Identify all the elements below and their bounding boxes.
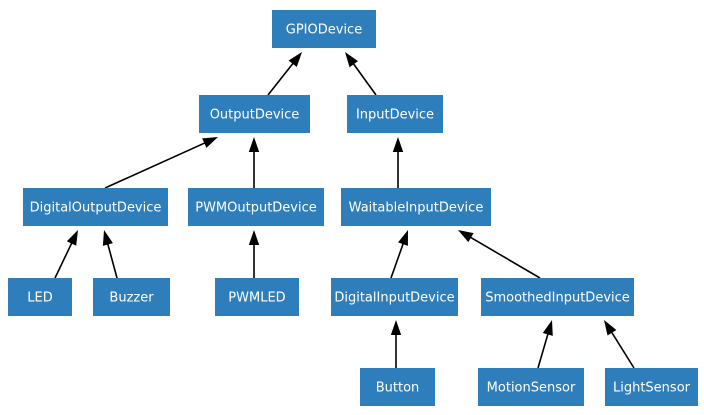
arrowhead-icon xyxy=(398,230,408,246)
class-node-label: InputDevice xyxy=(356,108,434,123)
class-node-box[interactable] xyxy=(347,95,443,133)
arrowhead-icon xyxy=(202,137,218,148)
class-node-box[interactable] xyxy=(215,278,299,316)
class-node-box[interactable] xyxy=(199,95,310,133)
edge-line xyxy=(106,241,118,279)
inheritance-edge xyxy=(104,137,218,189)
inheritance-edge xyxy=(604,320,635,369)
class-node-button[interactable]: Button xyxy=(360,368,435,406)
arrowhead-icon xyxy=(542,320,553,336)
class-node-box[interactable] xyxy=(360,368,435,406)
edge-line xyxy=(104,141,208,189)
arrowhead-icon xyxy=(248,137,260,152)
class-node-lightsensor[interactable]: LightSensor xyxy=(605,368,698,406)
class-node-box[interactable] xyxy=(605,368,698,406)
class-node-label: Buzzer xyxy=(109,291,154,306)
arrowhead-icon xyxy=(390,320,402,335)
class-node-box[interactable] xyxy=(23,188,168,226)
inheritance-edge xyxy=(345,52,377,96)
inheritance-edge xyxy=(392,137,404,188)
inheritance-edge xyxy=(537,320,553,369)
class-node-buzzer[interactable]: Buzzer xyxy=(93,278,170,316)
class-node-pwmoutputdevice[interactable]: PWMOutputDevice xyxy=(188,188,324,226)
edge-line xyxy=(609,329,635,369)
inheritance-edge xyxy=(267,52,302,96)
inheritance-edge xyxy=(248,137,260,188)
class-node-box[interactable] xyxy=(93,278,170,316)
edge-line xyxy=(54,240,74,279)
class-node-label: LED xyxy=(27,291,52,306)
inheritance-edge xyxy=(54,230,78,279)
arrowhead-icon xyxy=(604,320,617,336)
arrowhead-icon xyxy=(248,230,260,245)
edge-line xyxy=(351,61,377,96)
inheritance-edge xyxy=(390,320,402,368)
class-node-box[interactable] xyxy=(481,278,634,316)
class-node-digitalinputdevice[interactable]: DigitalInputDevice xyxy=(331,278,458,316)
class-node-label: DigitalOutputDevice xyxy=(30,201,162,216)
edge-line xyxy=(267,60,296,96)
class-node-box[interactable] xyxy=(331,278,458,316)
class-node-waitableinputdevice[interactable]: WaitableInputDevice xyxy=(341,188,491,226)
arrowhead-icon xyxy=(458,230,474,243)
class-node-label: MotionSensor xyxy=(487,381,576,396)
edge-line xyxy=(537,331,550,369)
class-node-label: PWMOutputDevice xyxy=(195,201,317,216)
arrowhead-icon xyxy=(392,137,404,152)
arrowhead-icon xyxy=(102,230,113,246)
arrowhead-icon xyxy=(66,230,78,246)
inheritance-edge xyxy=(102,230,118,279)
class-node-motionsensor[interactable]: MotionSensor xyxy=(478,368,584,406)
class-node-led[interactable]: LED xyxy=(8,278,72,316)
class-node-inputdevice[interactable]: InputDevice xyxy=(347,95,443,133)
inheritance-edge xyxy=(390,230,408,279)
class-node-smoothedinputdevice[interactable]: SmoothedInputDevice xyxy=(481,278,634,316)
class-node-label: SmoothedInputDevice xyxy=(485,291,630,306)
class-node-label: GPIODevice xyxy=(286,23,362,38)
class-node-box[interactable] xyxy=(341,188,491,226)
class-node-box[interactable] xyxy=(188,188,324,226)
edges-layer xyxy=(54,52,635,369)
class-node-pwmled[interactable]: PWMLED xyxy=(215,278,299,316)
class-node-label: Button xyxy=(376,381,420,396)
arrowhead-icon xyxy=(345,52,358,68)
class-node-box[interactable] xyxy=(478,368,584,406)
class-node-label: WaitableInputDevice xyxy=(349,201,484,216)
edge-line xyxy=(390,241,405,279)
class-node-digitaloutputdevice[interactable]: DigitalOutputDevice xyxy=(23,188,168,226)
class-node-box[interactable] xyxy=(8,278,72,316)
class-node-label: OutputDevice xyxy=(210,108,300,123)
class-node-label: LightSensor xyxy=(613,381,691,396)
class-node-box[interactable] xyxy=(272,10,376,48)
class-node-label: PWMLED xyxy=(228,291,285,306)
class-node-outputdevice[interactable]: OutputDevice xyxy=(199,95,310,133)
class-node-gpiodevice[interactable]: GPIODevice xyxy=(272,10,376,48)
edge-line xyxy=(467,235,541,279)
class-node-label: DigitalInputDevice xyxy=(334,291,454,306)
inheritance-edge xyxy=(458,230,541,279)
inheritance-edge xyxy=(248,230,260,278)
arrowhead-icon xyxy=(288,52,302,67)
